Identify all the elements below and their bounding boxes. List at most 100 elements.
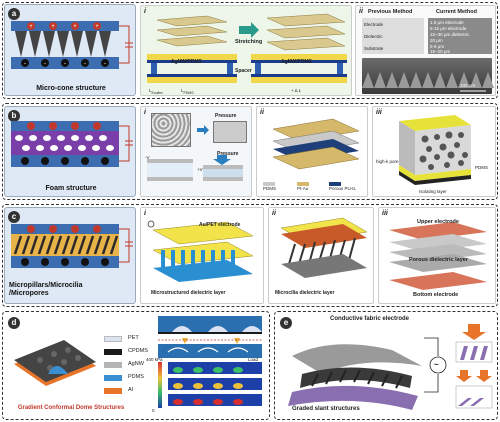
- pressure-bottom-label: Pressure: [217, 151, 239, 157]
- panel-c-lead: c Micropillars/Microcilia /Micropores: [4, 207, 136, 304]
- legend-pdms-label: PDMS: [263, 186, 277, 191]
- stretching-sheets: [156, 13, 346, 51]
- load-label: Load: [248, 357, 259, 362]
- panel-c-letter: c: [8, 211, 20, 223]
- layered-sheets: [272, 118, 360, 170]
- panel-c-ii: ii Microcilia dielectric layer: [268, 207, 374, 304]
- svg-text:+: +: [29, 24, 33, 30]
- legend-pet-label: PET: [128, 335, 139, 341]
- legend-pet-swatch: [104, 336, 122, 342]
- legend-pt-au: Pt-Au: [297, 181, 327, 191]
- legend-pdms-d: PDMS: [104, 373, 154, 383]
- panel-d-caption: Gradient Conformal Dome Structures: [17, 405, 125, 411]
- previous-method-layers: Electrode Dielectric Substrate: [362, 18, 424, 54]
- electrode-stack: [147, 155, 243, 181]
- svg-text:-: -: [44, 61, 46, 67]
- microstructured-layer-label: Microstructured dielectric layer: [151, 290, 226, 296]
- legend-al: Al: [104, 386, 154, 396]
- slant-deform-top: [455, 324, 493, 363]
- legend-porous: Porous PU-IL: [329, 181, 367, 191]
- current-method-title: Current Method: [436, 9, 477, 15]
- fabric-electrode-label: Conductive fabric electrode: [330, 316, 410, 322]
- panel-b-caption: Foam structure: [45, 185, 97, 192]
- v-minus-label: -V: [145, 155, 150, 160]
- ac-source-symbol: ~: [434, 360, 439, 369]
- au-pet-electrode-label: Au/PET electrode: [199, 222, 241, 228]
- current-layer-3: 20 μm: [430, 38, 443, 43]
- l-ecoflex-label: LEcoflex: [149, 88, 163, 95]
- legend-porous-label: Porous PU-IL: [329, 186, 357, 191]
- legend-pt-au-swatch: [297, 182, 309, 186]
- fabric-sensor-3d: [288, 344, 422, 410]
- panel-b-i-index: i: [144, 109, 146, 116]
- svg-text:+: +: [95, 24, 99, 30]
- porous-block: [399, 115, 471, 185]
- agnw-pdms-right: AgNW/PDMS: [281, 59, 312, 65]
- current-layer-4: 5-5 μm: [430, 44, 445, 49]
- foam-compressed: [213, 121, 247, 143]
- panel-b-ii: ii PDMS Pt-Au Porous PU-IL: [256, 106, 368, 197]
- micro-cone-schematic: ++++ -----: [11, 21, 133, 69]
- delta-l-label: + Δ L: [291, 88, 302, 93]
- panel-c-i-index: i: [144, 210, 146, 217]
- panel-c-caption: Micropillars/Microcilia /Micropores: [9, 282, 83, 297]
- svg-text:+: +: [73, 24, 77, 30]
- legend-cpdms-label: CPDMS: [128, 348, 148, 354]
- panel-a-letter: a: [8, 8, 20, 20]
- high-k-pore-label: high-k pore: [376, 159, 399, 164]
- graded-slant-label: Graded slant structures: [292, 406, 360, 412]
- panel-b-i: i Pressure -V +V Pressure: [140, 106, 252, 197]
- panel-c-i: i Au/PET electrode Microstructured diele…: [140, 207, 264, 304]
- bottom-electrode-label: Bottom electrode: [413, 292, 459, 298]
- current-method-layers: 1.6 μm electrode 5-15 μm electrode 15~30…: [428, 18, 492, 54]
- sem-micrograph: 100 μm: [362, 58, 494, 94]
- circuit-wire: [424, 337, 447, 393]
- panel-e-letter: e: [280, 317, 292, 329]
- legend-agnw: AgNW: [104, 360, 154, 370]
- legend-pet: PET: [104, 334, 154, 344]
- svg-text:-: -: [104, 61, 106, 67]
- micropillar-schematic: [11, 224, 133, 268]
- agnw-pdms-left: AgNW/PDMS: [171, 59, 202, 65]
- panel-b-iii-index: iii: [376, 109, 382, 116]
- legend-pt-au-label: Pt-Au: [297, 186, 309, 191]
- previous-dielectric: Dielectric: [364, 34, 383, 39]
- porous-layers-3d: [389, 222, 487, 290]
- scale-top-label: 400 kPa: [146, 357, 163, 362]
- d-legend: PET CPDMS AgNW PDMS Al: [104, 334, 154, 404]
- legend-pdms-d-swatch: [104, 375, 122, 381]
- panel-a-i-index: i: [144, 8, 146, 15]
- stretching-label: Stretching: [235, 39, 263, 45]
- legend-porous-swatch: [329, 182, 341, 186]
- legend-al-swatch: [104, 388, 122, 394]
- pressure-arrow-top: [197, 125, 209, 135]
- panel-b-iii: iii high-k pore PDMS Isolating layer: [372, 106, 496, 197]
- svg-text:-: -: [84, 61, 86, 67]
- panel-c-ii-index: ii: [272, 210, 276, 217]
- l-pdms-label: LPDMS: [181, 88, 194, 95]
- legend-cpdms-swatch: [104, 349, 122, 355]
- panel-a-ii-index: ii: [359, 8, 363, 15]
- sem-cone-pattern: [362, 72, 494, 92]
- svg-text:-: -: [64, 61, 66, 67]
- panel-d-letter: d: [8, 317, 20, 329]
- current-layer-2: 15~30 μm dielectric: [430, 32, 470, 37]
- panel-a-lead: a ++++ ----- Micro-cone structure: [4, 4, 136, 96]
- svg-text:-: -: [24, 61, 26, 67]
- porous-dielectric-label: Porous dielectric layer: [409, 257, 468, 263]
- current-layer-1: 5-15 μm electrode: [430, 26, 467, 31]
- pressure-top-label: Pressure: [215, 113, 237, 119]
- slant-deform-bottom: [455, 370, 493, 409]
- foam-schematic: [11, 121, 133, 167]
- legend-agnw-label: AgNW: [128, 361, 144, 367]
- scale-bottom-label: 0: [152, 408, 155, 413]
- panel-c-iii: iii Upper electrode Porous dielectric la…: [378, 207, 496, 304]
- dome-sensor-3d: [14, 340, 96, 386]
- previous-electrode: Electrode: [364, 22, 384, 27]
- panel-a-caption: Micro-cone structure: [36, 85, 106, 92]
- current-layer-5: 15~20 μm: [430, 49, 451, 54]
- legend-al-label: Al: [128, 387, 133, 393]
- sem-scale-bar: 100 μm: [460, 83, 476, 88]
- spacer-label: Spacer: [235, 68, 252, 74]
- previous-substrate: Substrate: [364, 46, 384, 51]
